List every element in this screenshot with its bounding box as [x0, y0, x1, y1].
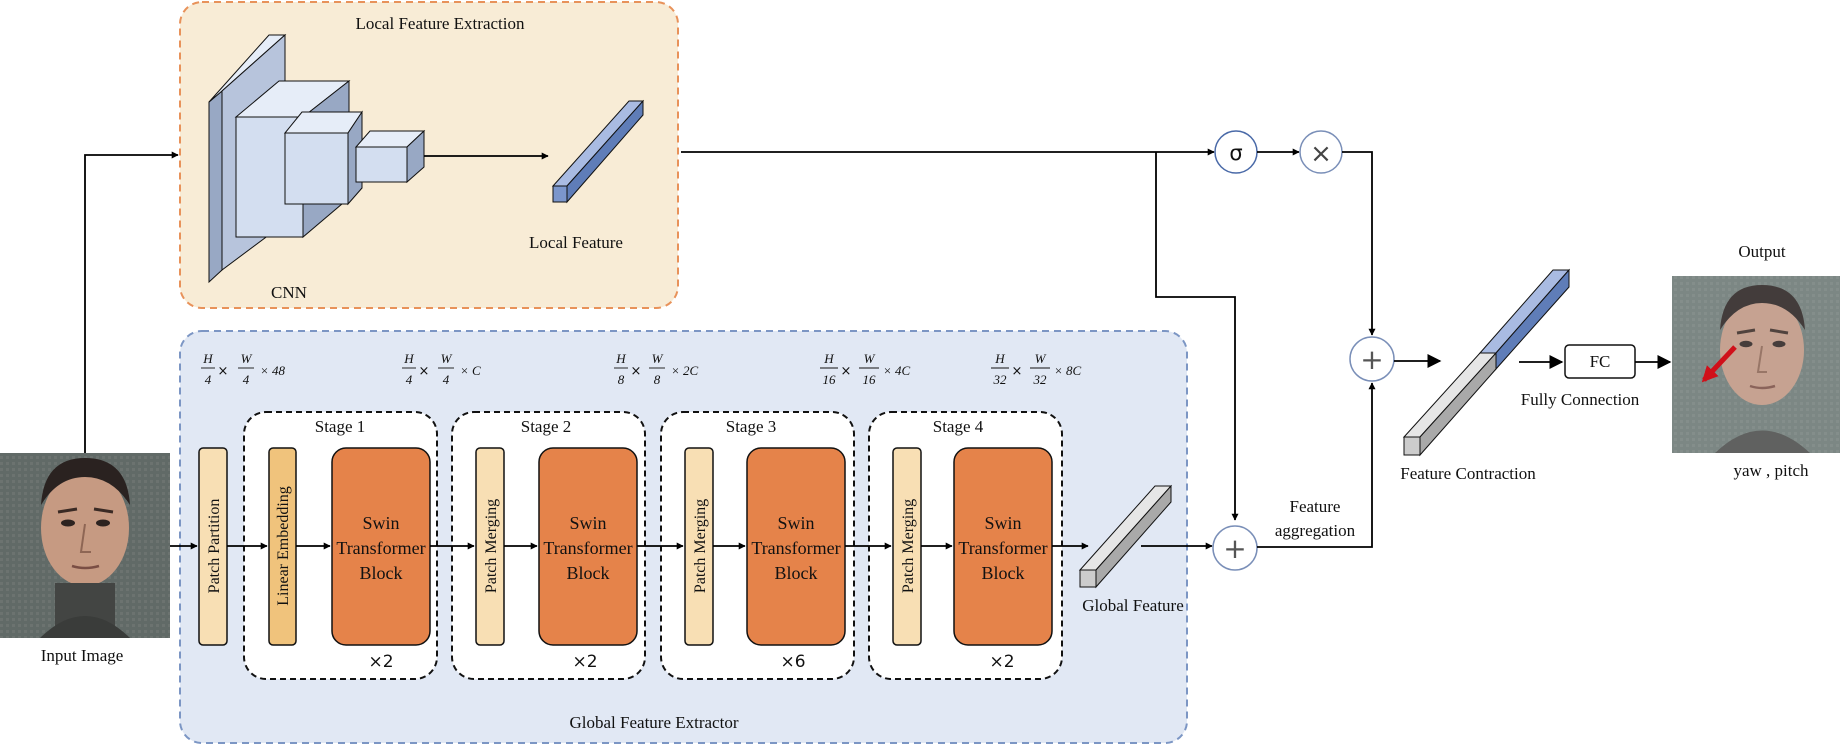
patch-partition-label: Patch Partition — [206, 499, 223, 594]
swin-label-line: Swin — [777, 513, 814, 533]
svg-text:×: × — [841, 364, 852, 379]
svg-text:H: H — [202, 351, 213, 366]
local-feature-vector — [551, 99, 645, 204]
svg-text:× 8C: × 8C — [1054, 363, 1082, 378]
feature-contraction-vector — [1402, 268, 1571, 457]
fusion-add-node — [1349, 336, 1395, 382]
output-label: Output — [1738, 242, 1786, 261]
stage-repeat: ×2 — [368, 652, 393, 672]
yaw-pitch-label: yaw , pitch — [1733, 461, 1809, 480]
swin-label-line: Swin — [569, 513, 606, 533]
local-region-title: Local Feature Extraction — [356, 14, 525, 33]
aggregation-add-node — [1212, 525, 1258, 571]
local-feature-label: Local Feature — [529, 233, 623, 252]
svg-text:16: 16 — [863, 372, 877, 387]
swin-label-line: Transformer — [543, 538, 632, 558]
feature-contraction-label: Feature Contraction — [1400, 464, 1536, 483]
patch-merging-label: Patch Merging — [900, 499, 917, 593]
svg-text:16: 16 — [823, 372, 837, 387]
svg-text:H: H — [403, 351, 414, 366]
svg-text:H: H — [994, 351, 1005, 366]
stage-title: Stage 1 — [315, 417, 366, 436]
multiply-symbol: × — [1310, 139, 1332, 169]
svg-text:8: 8 — [654, 372, 661, 387]
svg-text:W: W — [241, 351, 253, 366]
svg-text:× 2C: × 2C — [671, 363, 699, 378]
svg-text:W: W — [864, 351, 876, 366]
svg-text:×: × — [631, 364, 642, 379]
svg-text:32: 32 — [993, 372, 1008, 387]
svg-text:W: W — [1035, 351, 1047, 366]
stage-title: Stage 3 — [726, 417, 777, 436]
global-feature-label: Global Feature — [1082, 596, 1184, 615]
output-face-image — [1672, 276, 1840, 453]
feature-aggregation-label: Feature — [1290, 497, 1341, 516]
feature-aggregation-label: aggregation — [1275, 521, 1356, 540]
multiply-to-add-line — [1342, 151, 1376, 336]
stage-repeat: ×2 — [572, 652, 597, 672]
svg-text:H: H — [823, 351, 834, 366]
cnn-stack — [208, 33, 426, 284]
swin-label-line: Transformer — [336, 538, 425, 558]
swin-label-line: Swin — [984, 513, 1021, 533]
stage-repeat: ×6 — [780, 652, 805, 672]
dim-annotation: H 8 × W 8 × 2C — [614, 351, 699, 387]
patch-merging-label: Patch Merging — [692, 499, 709, 593]
svg-text:8: 8 — [618, 372, 625, 387]
dim-annotation: H 4 × W 4 × 48 — [201, 351, 286, 387]
global-feature-vector — [1078, 484, 1173, 589]
aggregation-to-fusion-line — [1257, 382, 1376, 548]
input-image-label: Input Image — [41, 646, 124, 665]
svg-text:W: W — [441, 351, 453, 366]
local-to-aggregation-line — [1155, 152, 1239, 521]
svg-text:W: W — [652, 351, 664, 366]
stage-title: Stage 2 — [521, 417, 572, 436]
swin-label-line: Block — [567, 563, 610, 583]
stage-title: Stage 4 — [933, 417, 984, 436]
input-to-local-arrow — [84, 151, 179, 453]
svg-text:4: 4 — [243, 372, 250, 387]
cnn-label: CNN — [271, 283, 307, 302]
svg-text:×: × — [218, 364, 229, 379]
patch-merging-label: Patch Merging — [483, 499, 500, 593]
svg-text:4: 4 — [406, 372, 413, 387]
svg-text:×: × — [419, 364, 430, 379]
sigmoid-symbol: σ — [1229, 141, 1242, 165]
fusion-add-symbol: + — [1360, 343, 1383, 376]
fully-connection-label: Fully Connection — [1521, 390, 1640, 409]
svg-text:×: × — [1012, 364, 1023, 379]
svg-text:4: 4 — [205, 372, 212, 387]
swin-label-line: Swin — [362, 513, 399, 533]
svg-text:× 4C: × 4C — [883, 363, 911, 378]
dim-annotation: H 32 × W 32 × 8C — [991, 351, 1082, 387]
linear-embedding-label: Linear Embedding — [275, 486, 292, 606]
aggregation-add-symbol: + — [1223, 532, 1246, 565]
swin-label-line: Transformer — [751, 538, 840, 558]
stage-repeat: ×2 — [989, 652, 1014, 672]
global-region-title: Global Feature Extractor — [570, 713, 739, 732]
swin-label-line: Block — [360, 563, 403, 583]
svg-text:32: 32 — [1033, 372, 1048, 387]
dim-annotation: H 16 × W 16 × 4C — [820, 351, 911, 387]
swin-label-line: Transformer — [958, 538, 1047, 558]
svg-text:× C: × C — [460, 363, 481, 378]
dim-annotation: H 4 × W 4 × C — [402, 351, 481, 387]
svg-text:H: H — [615, 351, 626, 366]
svg-text:4: 4 — [443, 372, 450, 387]
swin-label-line: Block — [775, 563, 818, 583]
swin-label-line: Block — [982, 563, 1025, 583]
svg-text:× 48: × 48 — [260, 363, 286, 378]
fc-label: FC — [1590, 352, 1611, 371]
input-face-image — [0, 453, 170, 638]
